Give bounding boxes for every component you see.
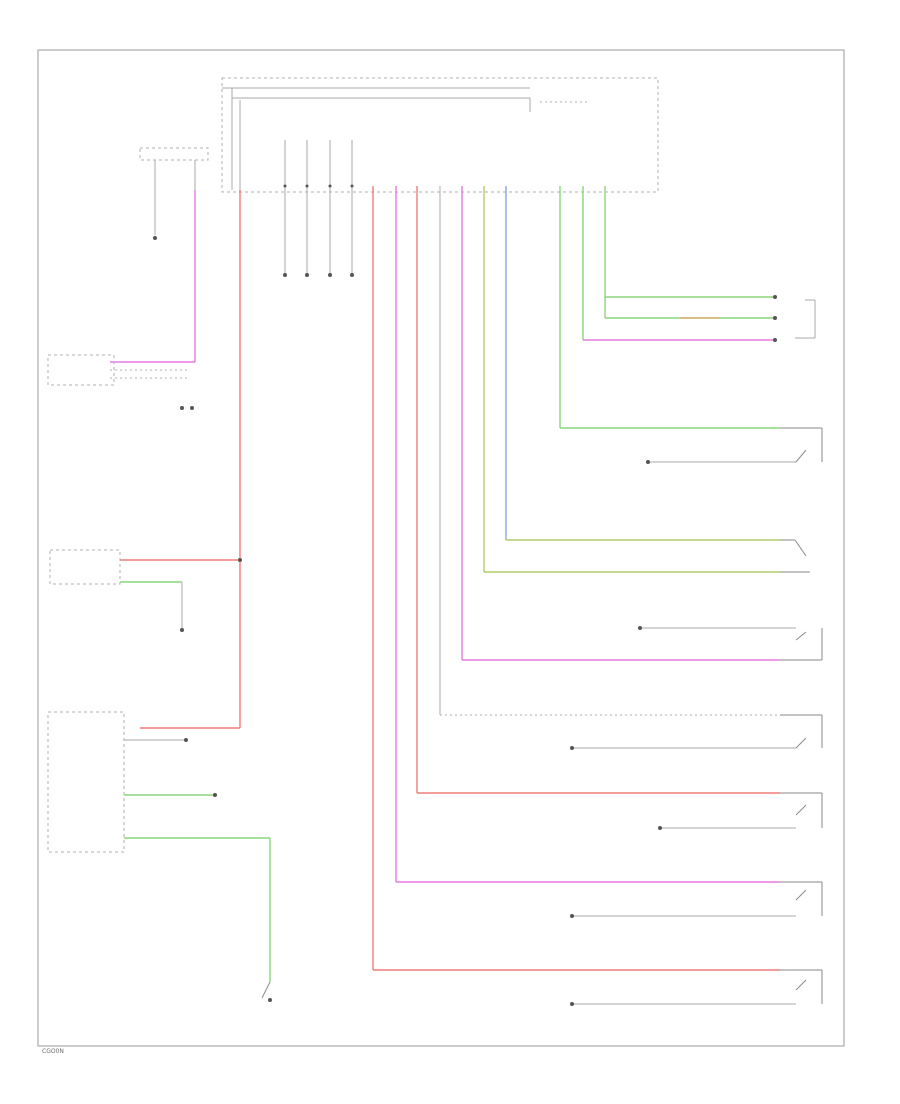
- left-lower-module: [47, 711, 272, 1002]
- left-top-connector: [139, 147, 209, 362]
- corner-label: CGO0N: [42, 1048, 64, 1055]
- top-module-box: [221, 77, 659, 193]
- top-module-pins: [283, 140, 354, 277]
- long-wires: [372, 186, 780, 971]
- right-top-group: [559, 186, 816, 429]
- pink-left-wire: [47, 354, 195, 410]
- diagram-frame: [37, 49, 845, 1047]
- right-switches: [570, 427, 823, 1006]
- left-mid-switch: [49, 549, 184, 632]
- red-feed-wire: [120, 190, 242, 729]
